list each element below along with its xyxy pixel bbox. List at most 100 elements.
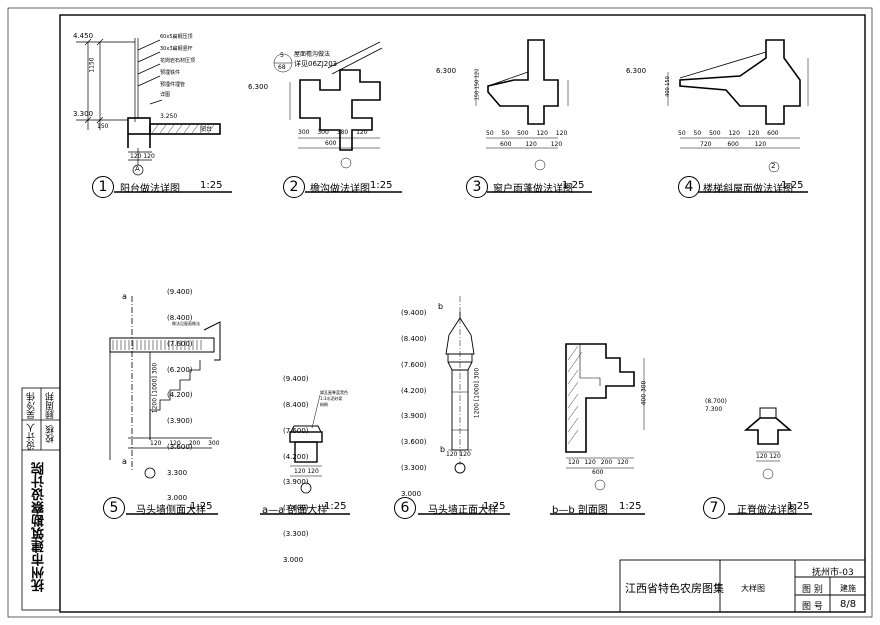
detail-1-number: 1: [92, 176, 114, 198]
d5-elev-1: (8.400): [167, 313, 193, 322]
category-value: 建施: [840, 584, 856, 593]
d6-elev-6: (3.300): [401, 463, 427, 472]
d6-elev-0: (9.400): [401, 309, 427, 318]
daa-elev-3: (4.200): [283, 452, 309, 461]
d2-note: 屋面檐沟做法: [294, 51, 331, 58]
daa-elev-2: (7.600): [283, 426, 309, 435]
d5-elev-4: (4.200): [167, 391, 193, 400]
detail-1-title: 阳台做法详图: [120, 184, 180, 195]
d1-note-2: 30x3扁钢竖杆: [160, 46, 193, 52]
detail-1-scale: 1:25: [200, 180, 223, 191]
album-title: 江西省特色农房图集: [625, 582, 724, 595]
detail-bb-scale: 1:25: [619, 501, 642, 512]
detail-6-title: 马头墙正面大样: [428, 505, 498, 516]
daa-elev-6: (3.300): [283, 529, 309, 538]
detail-aa-scale: 1:25: [324, 501, 347, 512]
d3-dims-v: 150 150 120: [474, 68, 481, 101]
d6-elev-1: (8.400): [401, 334, 427, 343]
d6-elev-5: (3.600): [401, 438, 427, 447]
number-label: 图 号: [802, 602, 823, 612]
d4-dims-1: 50 50 500 120 120 600: [678, 130, 779, 137]
d1-dim-h: 120 120: [130, 153, 155, 160]
d5-elev-5: (3.900): [167, 417, 193, 426]
detail-2-dims: [273, 53, 380, 169]
detail-7-title: 正脊做法详图: [737, 505, 797, 516]
d5-elev-8: 3.000: [167, 494, 188, 503]
drawing-code: 抚州市-03: [812, 568, 854, 578]
dbb-dims-2: 600: [592, 469, 604, 476]
d1-dim-v1: 1150: [88, 57, 96, 73]
detail-bb-title: b—b 剖面图: [552, 505, 608, 516]
detail-bb-hatch: [567, 345, 583, 445]
detail-4-title: 楼梯斜屋面做法详图: [703, 184, 793, 195]
d1-ref: 详图: [160, 92, 171, 98]
detail-4-number: 4: [678, 176, 700, 198]
detail-5-drawing: [109, 296, 221, 479]
detail-3-dims: [475, 72, 569, 171]
drawing-name: 大样图: [741, 584, 765, 593]
detail-4-scale: 1:25: [781, 180, 804, 191]
detail-4-dims: [667, 58, 809, 173]
side-label-designer: 设计人: [27, 423, 37, 450]
d7-elev-a: (8.700): [705, 398, 727, 405]
detail-aa-title: a—a 剖面大样: [262, 505, 328, 516]
dbb-dims-v: 400 300: [640, 380, 648, 406]
title-underlines: [114, 191, 812, 515]
detail-7-dims: [756, 451, 780, 480]
detail-2-number: 2: [283, 176, 305, 198]
detail-5-title: 马头墙侧面大样: [136, 505, 206, 516]
dbb-dims-1: 120 120 200 120: [568, 459, 629, 466]
daa-elev-4: (3.900): [283, 478, 309, 487]
detail-2-title: 檐沟做法详图: [310, 184, 370, 195]
d1-dim-v2: 150: [97, 123, 109, 130]
d7-dims-h: 120 120: [756, 453, 781, 460]
d5-elev-6: (3.600): [167, 442, 193, 451]
detail-7-number: 7: [703, 497, 725, 519]
detail-7-drawing: [743, 407, 793, 445]
d1-side: 阳台: [200, 126, 213, 133]
detail-3-drawing: [487, 39, 559, 125]
d4-elev: 6.300: [626, 67, 647, 75]
d1-note-3: 花岗岩石材压顶: [160, 58, 196, 64]
category-label: 图 别: [802, 585, 823, 595]
detail-6-scale: 1:25: [483, 501, 506, 512]
detail-5-scale: 1:25: [190, 501, 213, 512]
d5-elevations: (9.400) (8.400) (7.600) (6.200) (4.200) …: [167, 271, 193, 512]
side-label-checker: 校核: [46, 425, 56, 443]
d6-elev-7: 3.000: [401, 489, 422, 498]
daa-elev-0: (9.400): [283, 375, 309, 384]
d7-elev-b: 7.300: [705, 406, 723, 413]
detail-3-scale: 1:25: [562, 180, 585, 191]
d3-dims-2: 600 120 120: [500, 141, 563, 148]
d5-elev-7: 3.300: [167, 468, 188, 477]
daa-note-2: 1:3水泥砂浆: [320, 396, 343, 401]
d6-section-top: b: [438, 302, 444, 311]
daa-elev-7: 3.000: [283, 555, 304, 564]
d1-note-4: 预埋铁件: [160, 70, 181, 76]
daa-elev-1: (8.400): [283, 400, 309, 409]
d4-axis: 2: [771, 162, 776, 170]
d1-note-1: 60x5扁钢压顶: [160, 34, 193, 40]
d5-dims-h: 120 120 200 300: [150, 440, 220, 447]
daa-note-3: 粉刷: [320, 402, 328, 407]
daa-note-1: 黛瓦屋脊蓝黑色: [320, 390, 348, 395]
d6-elev-2: (7.600): [401, 360, 427, 369]
detail-2-scale: 1:25: [370, 180, 393, 191]
detail-6-number: 6: [394, 497, 416, 519]
detail-1-hatch: [151, 124, 215, 134]
d5-elev-3: (6.200): [167, 365, 193, 374]
outer-frame: [7, 7, 873, 618]
d3-elev: 6.300: [436, 67, 457, 75]
d6-dims-v: 1200 [1000] 300: [473, 367, 481, 419]
detail-4-drawing: [679, 39, 801, 125]
d1-elev-mid: 3.300: [73, 110, 94, 118]
d3-dims-1: 50 50 500 120 120: [486, 130, 568, 137]
d5-section-bottom: a: [122, 457, 127, 466]
d6-section-bottom: b: [440, 445, 446, 454]
d1-elev-top: 4.450: [73, 32, 94, 40]
d2-ref: 详见06ZJ203: [294, 60, 338, 68]
number-value: 8/8: [840, 599, 857, 610]
d5-dims-v: 1200 [1000] 300: [151, 362, 159, 414]
d6-elev-4: (3.900): [401, 412, 427, 421]
